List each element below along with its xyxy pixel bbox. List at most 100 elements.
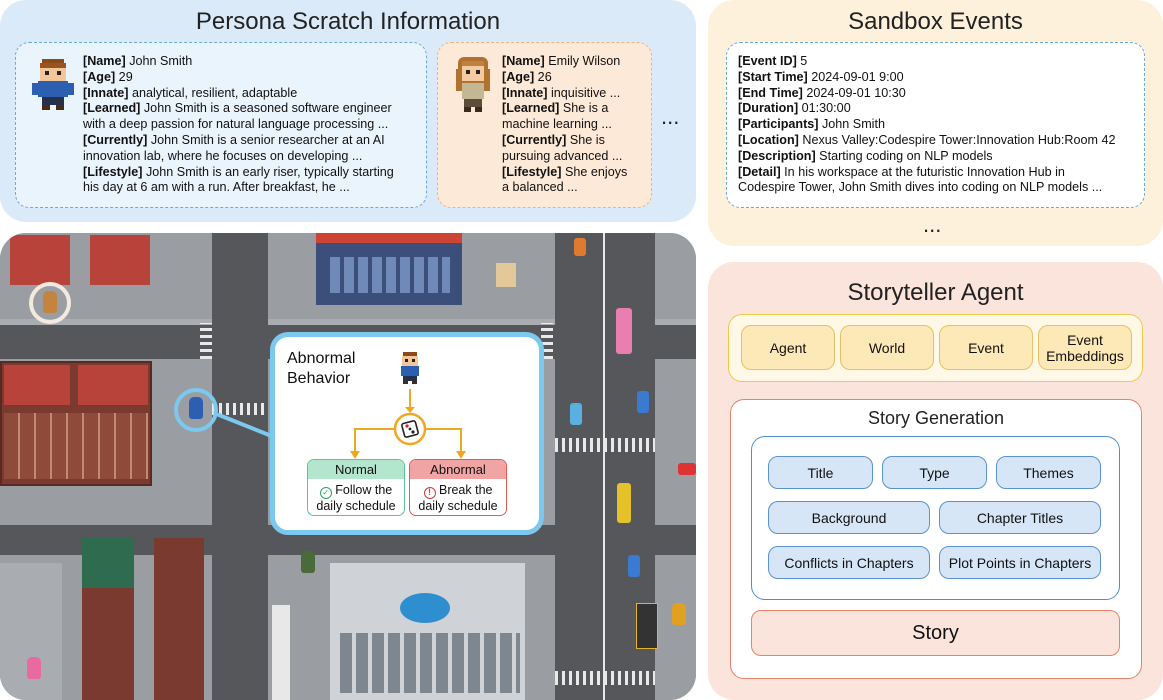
- john-highlight-ring: [174, 388, 218, 432]
- input-world: World: [840, 325, 934, 370]
- emily-age-line: [Age] 26: [502, 69, 552, 84]
- map-building-windows: [340, 633, 520, 693]
- map-building-small: [496, 263, 516, 287]
- map-roof: [78, 365, 148, 405]
- emily-innate-line: [Innate] inquisitive ...: [502, 85, 621, 100]
- emily-character-icon: [43, 291, 57, 313]
- map-house: [10, 235, 70, 285]
- map-car: [570, 403, 582, 425]
- npc-character-icon: [301, 551, 315, 573]
- normal-option: Normal ✓ Follow the daily schedule: [307, 459, 405, 516]
- john-innate-line: [Innate] analytical, resilient, adaptabl…: [83, 85, 298, 100]
- map-car: [637, 391, 649, 413]
- persona-card-emily: [Name] Emily Wilson [Age] 26 [Innate] in…: [437, 42, 652, 208]
- story-generation-title: Story Generation: [867, 408, 1005, 428]
- map-bus-stop-sign: [636, 603, 658, 649]
- input-event-embeddings: Event Embeddings: [1038, 325, 1132, 370]
- emily-lifestyle-line: [Lifestyle] She enjoys: [502, 164, 628, 179]
- map-crosswalk: [555, 671, 655, 685]
- map-building-roof: [316, 233, 462, 243]
- john-currently-line: [Currently] John Smith is a senior resea…: [83, 132, 385, 147]
- event-detail-line-2: Codespire Tower, John Smith dives into c…: [738, 180, 1103, 195]
- persona-card-john: [Name] John Smith [Age] 29 [Innate] anal…: [15, 42, 427, 208]
- element-themes: Themes: [996, 456, 1101, 489]
- storyteller-panel: Storyteller Agent Agent World Event Even…: [708, 262, 1163, 700]
- john-age-line: [Age] 29: [83, 69, 133, 84]
- persona-title: Persona Scratch Information: [195, 8, 501, 35]
- map-bus-pink: [616, 308, 632, 354]
- map-sidewalk: [0, 319, 696, 325]
- map-bus: [272, 605, 290, 700]
- alert-circle-icon: !: [423, 487, 436, 499]
- map-helipad: [400, 593, 450, 623]
- storyteller-title: Storyteller Agent: [847, 279, 1024, 306]
- emily-avatar-icon: [456, 57, 490, 112]
- map-lane-line: [603, 233, 605, 700]
- element-conflicts-in-chapters: Conflicts in Chapters: [768, 546, 930, 579]
- map-building-green: [82, 538, 134, 590]
- map-house-windows: [4, 413, 148, 479]
- element-plot-points-in-chapters: Plot Points in Chapters: [939, 546, 1101, 579]
- input-event: Event: [939, 325, 1033, 370]
- john-avatar-icon: [32, 59, 74, 110]
- emily-learned-line-2: machine learning ...: [502, 117, 612, 132]
- map-car: [574, 238, 586, 256]
- normal-option-body: ✓ Follow the daily schedule: [316, 483, 396, 513]
- emily-lifestyle-line-2: a balanced ...: [502, 180, 578, 195]
- map-road-vertical-left: [212, 233, 268, 700]
- john-learned-line: [Learned] John Smith is a seasoned softw…: [83, 101, 392, 116]
- john-learned-line-2: with a deep passion for natural language…: [83, 117, 389, 132]
- event-duration-line: [Duration] 01:30:00: [738, 101, 851, 116]
- map-crosswalk: [555, 438, 655, 452]
- element-background: Background: [768, 501, 930, 534]
- branch-arrows: [350, 389, 466, 459]
- john-name-line: [Name] John Smith: [83, 54, 193, 68]
- abnormal-option: Abnormal ! Break the daily schedule: [409, 459, 507, 516]
- abnormal-behavior-box: Abnormal Behavior Normal ✓ Follow the da…: [270, 332, 544, 535]
- persona-panel: Persona Scratch Information [Name] John …: [0, 0, 696, 222]
- emily-name-line: [Name] Emily Wilson: [502, 54, 621, 68]
- map-crosswalk: [212, 403, 268, 415]
- connector-line: [213, 413, 275, 439]
- event-start-line: [Start Time] 2024-09-01 9:00: [738, 69, 904, 84]
- map-building: [82, 588, 134, 700]
- normal-option-head: Normal: [308, 460, 404, 479]
- john-avatar-icon: [401, 352, 419, 384]
- john-currently-line-2: innovation lab, where he focuses on deve…: [83, 148, 363, 163]
- element-title: Title: [768, 456, 873, 489]
- emily-learned-line: [Learned] She is a: [502, 101, 609, 116]
- map-house: [90, 235, 150, 285]
- sandbox-title: Sandbox Events: [848, 8, 1023, 35]
- map-car: [628, 555, 640, 577]
- event-description-line: [Description] Starting coding on NLP mod…: [738, 148, 993, 163]
- john-lifestyle-line-2: his day at 6 am with a run. After breakf…: [83, 180, 350, 195]
- emily-highlight-ring: [29, 282, 71, 324]
- emily-currently-line-2: pursuing advanced ...: [502, 148, 623, 163]
- john-lifestyle-line: [Lifestyle] John Smith is an early riser…: [83, 164, 394, 179]
- event-location-line: [Location] Nexus Valley:Codespire Tower:…: [738, 132, 1116, 147]
- map-crosswalk: [200, 323, 212, 359]
- check-circle-icon: ✓: [319, 487, 332, 499]
- john-character-icon: [189, 397, 203, 419]
- emily-currently-line: [Currently] She is: [502, 132, 605, 147]
- persona-more-ellipsis: ...: [661, 104, 680, 129]
- abnormal-behavior-title: Abnormal Behavior: [287, 350, 356, 387]
- input-agent: Agent: [741, 325, 835, 370]
- element-type: Type: [882, 456, 987, 489]
- map-building: [154, 538, 204, 700]
- npc-character-icon: [27, 657, 41, 679]
- sandbox-more-ellipsis: ...: [923, 212, 942, 237]
- npc-character-icon: [672, 603, 686, 625]
- dice-icon: [393, 412, 427, 446]
- sandbox-event-card: [Event ID] 5 [Start Time] 2024-09-01 9:0…: [726, 42, 1145, 208]
- map-bus-yellow: [617, 483, 631, 523]
- map-plaza: [0, 563, 62, 700]
- event-participants-line: [Participants] John Smith: [738, 117, 885, 132]
- element-chapter-titles: Chapter Titles: [939, 501, 1101, 534]
- sandbox-panel: Sandbox Events [Event ID] 5 [Start Time]…: [708, 0, 1163, 246]
- story-output: Story: [751, 610, 1120, 656]
- event-detail-line: [Detail] In his workspace at the futuris…: [738, 164, 1065, 179]
- map-crosswalk: [541, 323, 553, 359]
- map-building-windows: [330, 257, 450, 293]
- map-car: [678, 463, 696, 475]
